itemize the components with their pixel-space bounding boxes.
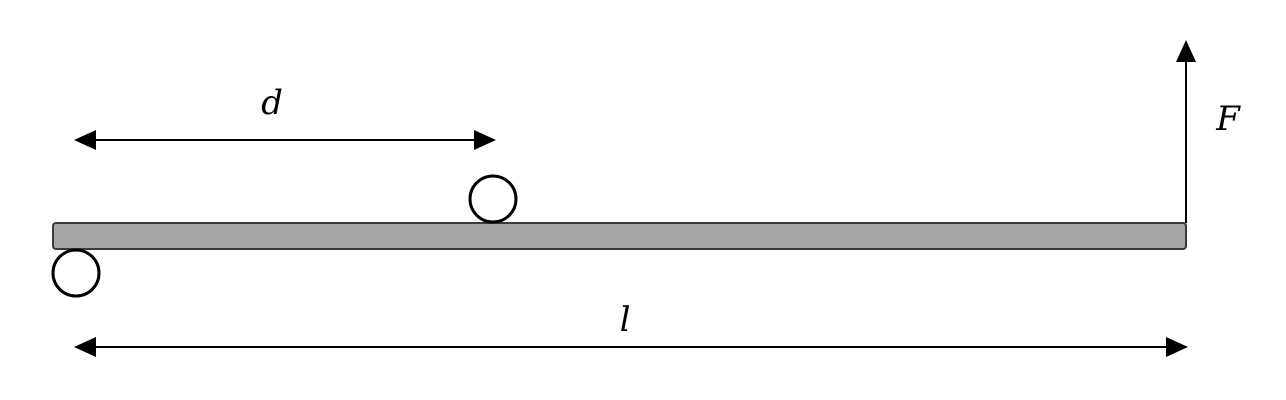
dimension-d-left-arrowhead [74, 130, 96, 150]
force-label: F [1215, 99, 1241, 139]
force-arrow: F [1176, 40, 1241, 223]
bottom-roller-support [51, 248, 101, 298]
dimension-l-right-arrowhead [1166, 337, 1188, 357]
dimension-d: d [74, 83, 496, 150]
force-arrow-head [1176, 40, 1196, 62]
top-roller-support [468, 174, 518, 224]
beam [52, 222, 1187, 250]
dimension-l: l [74, 300, 1188, 357]
dimension-d-label: d [261, 83, 283, 123]
dimension-l-left-arrowhead [74, 337, 96, 357]
dimension-l-label: l [620, 300, 631, 340]
dimension-d-right-arrowhead [474, 130, 496, 150]
